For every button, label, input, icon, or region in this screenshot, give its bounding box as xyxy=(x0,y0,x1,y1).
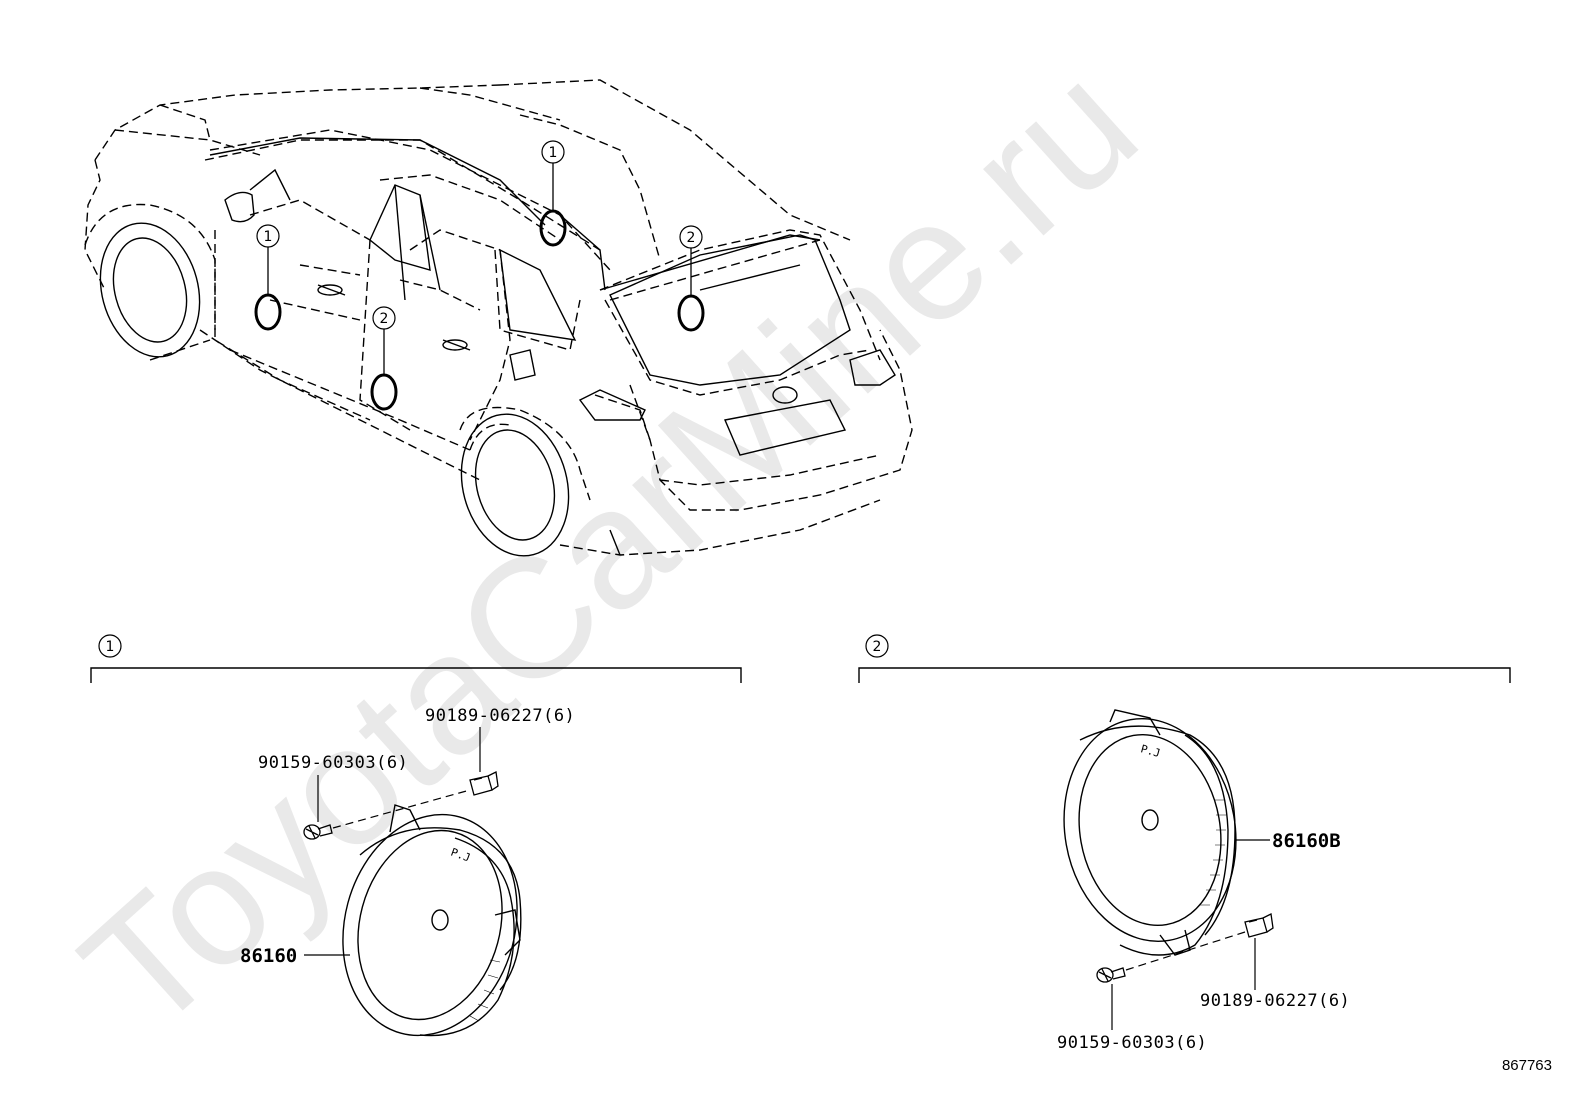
callout-2-label: 2 xyxy=(380,311,389,327)
group-2-section: 2 P.J xyxy=(858,634,1511,1053)
vehicle-illustration xyxy=(84,79,913,557)
callout-2-rear-left: 2 xyxy=(372,306,396,330)
svg-text:P.J: P.J xyxy=(1139,742,1162,760)
screw-icon xyxy=(1096,967,1126,983)
group-2-bracket xyxy=(858,667,1511,683)
group-1-bracket xyxy=(90,667,742,683)
diagram-reference-id: 867763 xyxy=(1502,1057,1552,1074)
callout-2-rear-right: 2 xyxy=(679,225,703,249)
front-door-left-speaker-marker xyxy=(254,293,282,331)
part-label-speaker: 86160 xyxy=(240,945,297,967)
callout-1-front-right: 1 xyxy=(541,140,565,164)
part-label-screw: 90159-60303(6) xyxy=(258,753,408,773)
watermark: ToyotaCarMine.ru xyxy=(48,29,1172,1068)
rear-speaker-drawing: P.J xyxy=(1063,709,1237,956)
rear-door-left-speaker-marker xyxy=(370,373,398,411)
group-2-heading: 2 xyxy=(873,639,882,655)
clip-nut-icon xyxy=(469,771,499,796)
callout-1-label: 1 xyxy=(549,145,558,161)
rear-door-right-speaker-marker xyxy=(677,294,705,332)
svg-text:P.J: P.J xyxy=(449,846,472,865)
clip-nut-icon xyxy=(1244,913,1274,938)
callout-1-label: 1 xyxy=(264,229,273,245)
group-1-section: 1 P.J xyxy=(90,634,742,1037)
callout-1-front-left: 1 xyxy=(256,224,280,248)
group-2-alignment-line xyxy=(1125,931,1246,971)
front-door-right-speaker-marker xyxy=(539,209,567,247)
screw-icon xyxy=(303,824,333,840)
callout-2-label: 2 xyxy=(687,230,696,246)
front-speaker-drawing: P.J xyxy=(342,804,522,1037)
part-label-nut: 90189-06227(6) xyxy=(1200,991,1350,1011)
part-label-speaker: 86160B xyxy=(1272,830,1341,852)
speaker-location-markers xyxy=(254,162,705,411)
group-1-alignment-line xyxy=(332,789,471,829)
car-callouts: 1 1 2 2 xyxy=(256,140,703,330)
group-1-heading: 1 xyxy=(106,639,115,655)
part-label-nut: 90189-06227(6) xyxy=(425,706,575,726)
part-label-screw: 90159-60303(6) xyxy=(1057,1033,1207,1053)
